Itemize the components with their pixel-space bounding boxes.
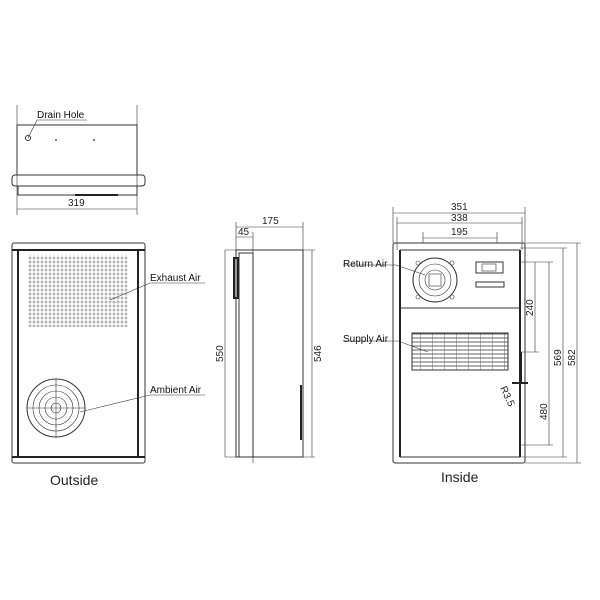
exhaust-vent [28,255,128,327]
dim-195: 195 [451,227,468,238]
dim-351: 351 [451,202,468,213]
dim-r35: R3.5 [497,385,516,409]
inside-caption: Inside [441,469,479,485]
connector [475,281,505,288]
dim-582: 582 [567,349,578,366]
display-panel [475,261,504,274]
dim-45: 45 [238,227,250,238]
top-view: Drain Hole 319 [11,105,146,215]
outside-view: Exhaust Air Ambient Air Outside [11,242,205,488]
supply-air-label: Supply Air [343,334,389,345]
drain-hole-icon [25,135,31,141]
dim-550: 550 [215,345,226,362]
dim-546: 546 [313,345,324,362]
ambient-air-label: Ambient Air [150,385,202,396]
return-air-label: Return Air [343,259,388,270]
dim-480: 480 [539,403,550,420]
supply-grill [411,332,509,371]
fan-grille-icon [26,378,86,438]
drain-hole-label: Drain Hole [37,110,85,121]
dim-338: 338 [451,213,468,224]
dim-240: 240 [525,299,536,316]
dim-569: 569 [553,349,564,366]
dim-319: 319 [68,198,85,209]
inside-view: Return Air Supply Air 351 338 195 240 48… [343,202,581,485]
side-view: 175 45 550 546 [215,216,324,463]
dim-175: 175 [262,216,279,227]
outside-caption: Outside [50,472,98,488]
return-fan-icon [412,257,458,303]
exhaust-air-label: Exhaust Air [150,273,201,284]
